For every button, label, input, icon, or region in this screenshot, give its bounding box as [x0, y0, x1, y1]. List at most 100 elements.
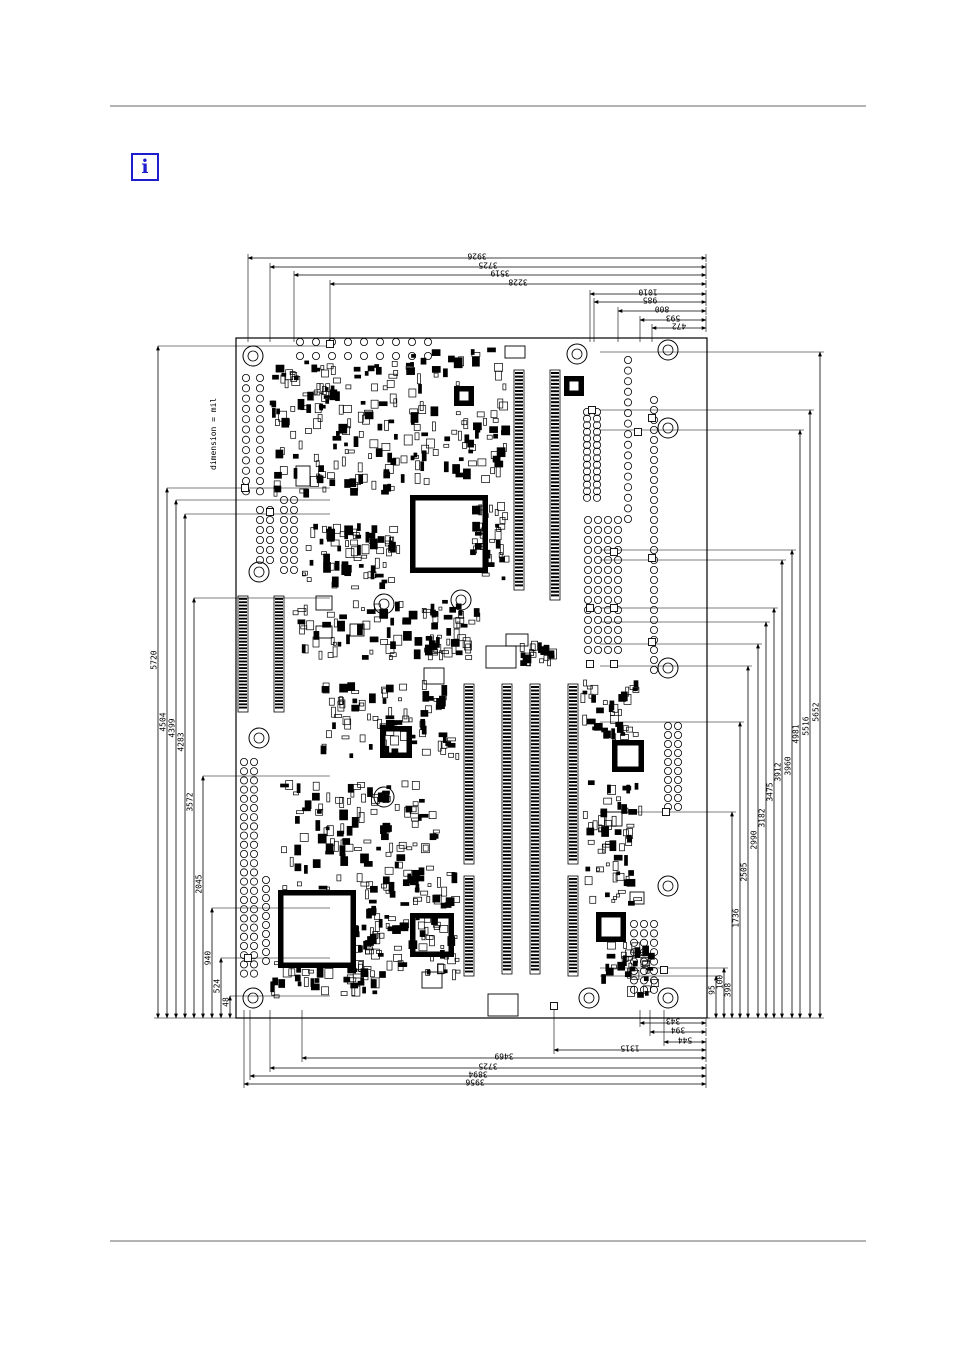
- connector-strip-7-pin: [465, 884, 473, 887]
- connector-strip-2-pin: [551, 503, 559, 506]
- connector-strip-10-pin: [275, 706, 283, 709]
- pin-header-e-pin: [614, 586, 623, 595]
- connector-strip-7-pin: [465, 967, 473, 970]
- connector-strip-1-pin: [515, 570, 523, 572]
- connector-strip-8-pin: [569, 912, 577, 915]
- pin-header-f-pin: [624, 377, 633, 386]
- connector-strip-10-pin: [275, 630, 283, 633]
- connector-strip-5-pin: [531, 871, 539, 874]
- pin-header-j-pin: [239, 877, 248, 886]
- smd-component: [403, 919, 410, 929]
- smd-component: [539, 658, 544, 664]
- smd-component: [447, 953, 456, 965]
- pin-header-g-pin: [650, 485, 659, 494]
- connector-strip-5-pin: [531, 800, 539, 803]
- connector-strip-2-pin: [551, 514, 559, 517]
- smd-component: [390, 641, 396, 650]
- connector-strip-7-pin: [465, 956, 473, 959]
- smd-component: [398, 697, 402, 702]
- dimension-label: 3956: [465, 1078, 484, 1087]
- smd-component: [412, 801, 419, 807]
- connector-strip-8: [567, 875, 579, 977]
- smd-component: [383, 484, 388, 495]
- smd-component: [365, 948, 370, 955]
- smd-component: [457, 634, 467, 642]
- smd-component: [294, 844, 302, 856]
- pin-header-e-pin: [584, 526, 593, 535]
- smd-component: [370, 808, 378, 815]
- connector-strip-10-pin: [275, 614, 283, 617]
- connector-strip-4-pin: [503, 839, 511, 842]
- reference-marker: [610, 604, 618, 612]
- connector-strip-4-pin: [503, 843, 511, 846]
- smd-component: [318, 885, 328, 890]
- connector-strip-1-pin: [515, 505, 523, 508]
- smd-component: [278, 979, 286, 988]
- connector-strip-8-pin: [569, 898, 577, 901]
- connector-strip-8-pin: [569, 950, 577, 952]
- connector-strip-5-pin: [531, 843, 539, 846]
- connector-strip-3-pin: [465, 830, 473, 833]
- smd-component: [385, 684, 394, 693]
- smd-component: [443, 614, 453, 620]
- connector-strip-1-pin: [515, 573, 523, 576]
- smd-component: [342, 838, 351, 845]
- pin-header-h-pin: [674, 749, 683, 758]
- connector-strip-2-pin: [551, 386, 559, 389]
- connector-strip-3-pin: [465, 774, 473, 776]
- connector-strip-3-pin: [465, 689, 473, 692]
- connector-strip-8-pin: [569, 922, 577, 925]
- connector-strip-7-pin: [465, 950, 473, 952]
- smd-component: [499, 401, 508, 411]
- smd-component: [337, 641, 342, 647]
- smd-component: [474, 543, 482, 550]
- smd-component: [379, 582, 386, 590]
- connector-strip-10-pin: [275, 683, 283, 686]
- pin-header-g-pin: [650, 516, 659, 525]
- connector-strip-1-pin: [515, 494, 523, 497]
- connector-strip-1-pin: [515, 440, 523, 443]
- connector-strip-9: [237, 595, 249, 713]
- pin-header-j-pin: [249, 767, 258, 776]
- pin-header-e-pin: [604, 586, 613, 595]
- smd-component: [417, 373, 421, 385]
- smd-component: [591, 695, 596, 703]
- smd-component: [445, 897, 455, 907]
- connector-strip-5-frame: [529, 683, 541, 975]
- smd-component: [377, 423, 383, 431]
- smd-component: [626, 726, 633, 733]
- connector-strip-4-pin: [503, 836, 511, 839]
- smd-component: [420, 461, 425, 472]
- smd-component: [503, 555, 510, 563]
- smd-component: [490, 410, 498, 419]
- mounting-hole-inner: [253, 566, 265, 578]
- smd-component: [361, 554, 368, 559]
- mounting-hole-inner: [662, 344, 674, 356]
- pin-header-j-pin: [239, 840, 248, 849]
- smd-component: [403, 631, 412, 641]
- smd-component: [369, 649, 374, 655]
- smd-component: [617, 961, 626, 971]
- smd-component: [350, 482, 359, 491]
- smd-component: [495, 523, 499, 528]
- smd-component: [529, 643, 536, 652]
- connector-strip-9-pin: [239, 663, 247, 666]
- smd-component: [605, 967, 614, 976]
- smd-component-group: [280, 780, 440, 891]
- smd-component: [357, 624, 363, 636]
- connector-strip-7-pin: [465, 953, 473, 956]
- connector-strip-2-pin: [551, 539, 559, 542]
- pin-header-c-pin: [289, 566, 298, 575]
- smd-component: [611, 964, 617, 970]
- connector-strip-4-pin: [503, 961, 511, 964]
- smd-component: [382, 385, 388, 391]
- pin-header-d-pin: [583, 493, 592, 502]
- smd-component: [465, 643, 472, 654]
- pin-header-k-pin: [261, 957, 270, 966]
- connector-strip-4-pin: [503, 761, 511, 764]
- dimension-label: 1010: [638, 288, 657, 297]
- connector-strip-5-pin: [531, 911, 539, 914]
- smd-component: [408, 940, 418, 950]
- main-processor-chip-body: [414, 499, 484, 569]
- pin-header-j-pin: [249, 923, 258, 932]
